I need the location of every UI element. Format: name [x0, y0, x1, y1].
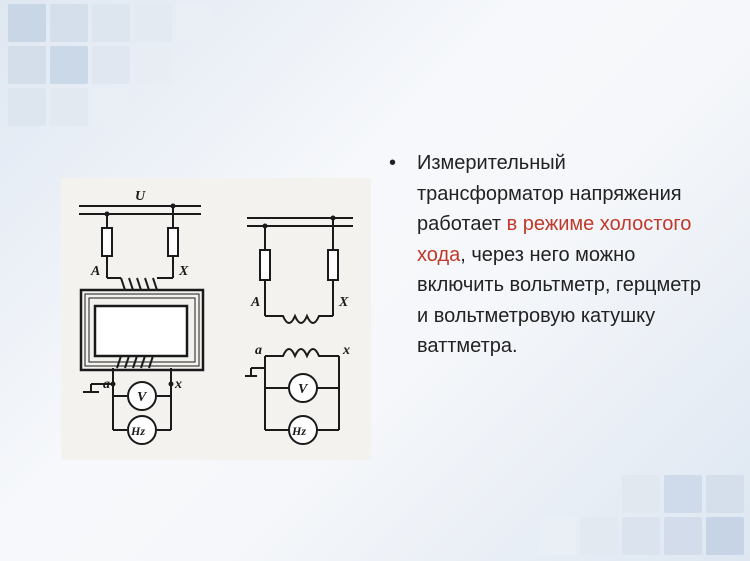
- decor-tiles-bottom-right: [450, 451, 750, 561]
- label-terminal-X-right: X: [338, 295, 349, 310]
- label-terminal-a-right: a: [255, 343, 262, 358]
- text-part-1: Измерительный трансформатор напряжения р…: [417, 152, 682, 235]
- label-terminal-A-left: A: [90, 264, 100, 279]
- label-terminal-a-left: a: [103, 377, 110, 392]
- label-terminal-A-right: A: [250, 295, 260, 310]
- label-voltmeter-right: V: [298, 382, 309, 397]
- transformer-circuit-diagram: U A X a x V Hz A X a x V Hz: [61, 178, 371, 460]
- label-voltage: U: [135, 189, 146, 204]
- bullet-paragraph: Измерительный трансформатор напряжения р…: [417, 148, 709, 362]
- label-hz-left: Hz: [130, 424, 145, 438]
- decor-tiles-top-left: [0, 0, 260, 130]
- bullet-text-block: • Измерительный трансформатор напряжения…: [389, 148, 709, 362]
- bullet-marker: •: [389, 152, 397, 174]
- text-highlight: в режиме холостого хода: [417, 213, 692, 266]
- label-hz-right: Hz: [291, 424, 306, 438]
- text-part-2: , через него можно включить вольтметр, г…: [417, 243, 701, 358]
- label-terminal-x-left: x: [174, 377, 182, 392]
- label-terminal-x-right: x: [342, 343, 350, 358]
- label-terminal-X-left: X: [178, 264, 189, 279]
- label-voltmeter-left: V: [137, 390, 148, 405]
